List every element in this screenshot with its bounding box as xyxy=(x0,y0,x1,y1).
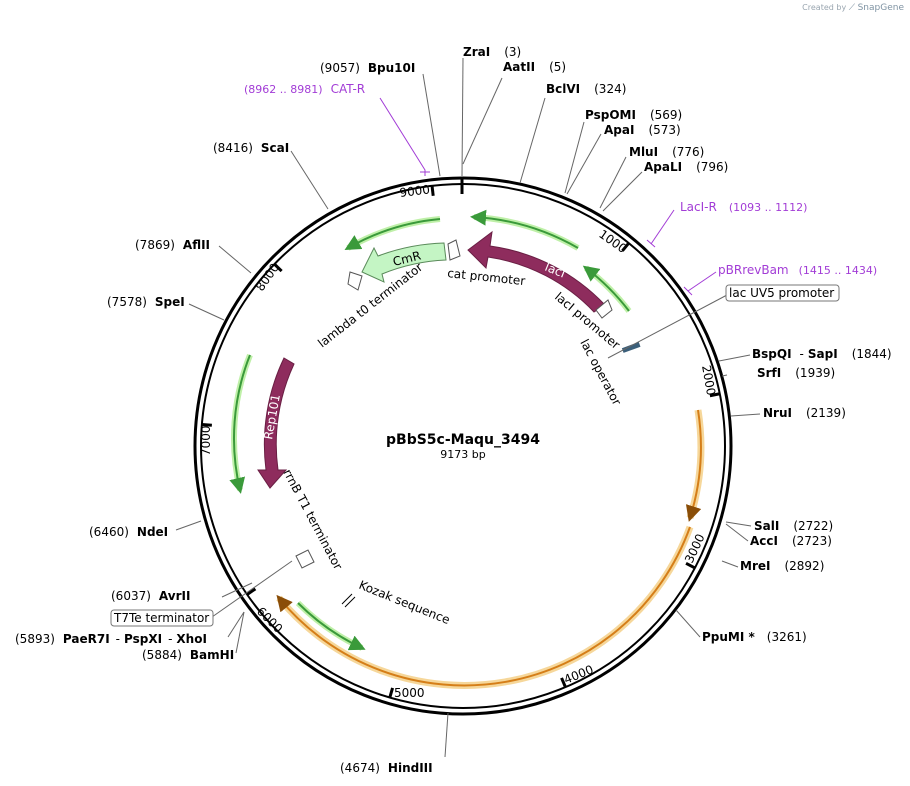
Rep101-label: Rep101 xyxy=(261,393,283,440)
bp-tick-3000 xyxy=(685,561,696,570)
bp-tick-7000 xyxy=(201,422,212,427)
site-PpuMI[interactable]: PpuMI *(3261) xyxy=(702,630,807,644)
bp-ticks xyxy=(201,185,721,698)
site-SalI[interactable]: SalI(2722) xyxy=(754,519,833,533)
Rep101-feature[interactable] xyxy=(257,357,295,489)
lac-uv5-box xyxy=(725,284,840,302)
site-MluI[interactable]: MluI(776) xyxy=(629,145,704,159)
site-PaeR7I-PspXI-XhoI[interactable]: (5893)PaeR7I-PspXI-XhoI xyxy=(15,632,207,646)
snapgene-watermark: Created by ⟋ SnapGene xyxy=(802,3,904,13)
bp-tick-4000 xyxy=(560,677,567,688)
site-AflII[interactable]: (7869)AflII xyxy=(135,238,210,252)
tick-label-7000: 7000 xyxy=(199,425,213,456)
orf-arc xyxy=(276,526,691,687)
site-PspOMI[interactable]: PspOMI(569) xyxy=(585,108,682,122)
orf-arc-glow xyxy=(346,216,441,251)
plasmid-length: 9173 bp xyxy=(440,448,485,461)
bp-tick-8000 xyxy=(273,263,283,273)
bp-tick-5000 xyxy=(388,687,395,698)
boxed-feature-labels: lac UV5 promoter T7Te terminator xyxy=(110,284,840,627)
leader-lines xyxy=(175,57,761,758)
site-SrfI[interactable]: SrfI(1939) xyxy=(757,366,835,380)
site-NruI[interactable]: NruI(2139) xyxy=(763,406,846,420)
CmR-label: CmR xyxy=(391,248,422,268)
site-SpeI[interactable]: (7578)SpeI xyxy=(107,295,185,309)
orf-arc xyxy=(297,602,366,651)
lac-operator-glyph xyxy=(621,342,641,353)
orf-arc-glow xyxy=(276,525,694,689)
t7te-box xyxy=(110,609,214,627)
site-NdeI[interactable]: (6460)NdeI xyxy=(89,525,168,539)
rrnB-T1-terminator-label: rrnB T1 terminator xyxy=(280,467,345,572)
site-Bpu10I[interactable]: (9057)Bpu10I xyxy=(320,61,415,75)
lac-uv5-promoter-label[interactable]: lac UV5 promoter xyxy=(729,286,834,300)
site-MreI[interactable]: MreI(2892) xyxy=(740,559,824,573)
feature-leader-lines xyxy=(211,294,728,618)
site-AccI[interactable]: AccI(2723) xyxy=(750,534,832,548)
orf-arc xyxy=(470,209,579,249)
kozak-glyph xyxy=(344,596,356,608)
snapgene-logo-icon: ⟋ xyxy=(848,3,856,13)
tick-label-2000: 2000 xyxy=(699,364,718,397)
site-BclVI[interactable]: BclVI(324) xyxy=(546,82,626,96)
tick-label-5000: 5000 xyxy=(394,686,425,700)
primer-LacI-R[interactable]: LacI-R(1093 .. 1112) xyxy=(680,200,807,214)
lambda-terminator-glyph xyxy=(347,271,363,291)
bp-tick-2000 xyxy=(709,392,721,398)
site-AvrII[interactable]: (6037)AvrII xyxy=(111,589,190,603)
orf-arc xyxy=(229,354,251,494)
kozak-glyph xyxy=(341,593,353,605)
watermark-brand: SnapGene xyxy=(857,3,904,13)
bp-tick-9000 xyxy=(430,185,435,196)
orf-arc xyxy=(344,218,441,250)
t7te-terminator-label[interactable]: T7Te terminator xyxy=(113,611,209,625)
plasmid-name: pBbS5c-Maqu_3494 xyxy=(386,432,540,448)
primer-CAT-R[interactable]: (8962 .. 8981)CAT-R xyxy=(244,82,365,96)
site-HindIII[interactable]: (4674)HindIII xyxy=(340,761,433,775)
orf-arc xyxy=(582,265,630,312)
kozak-sequence-label: Kozak sequence xyxy=(357,578,452,627)
primer-leader-lines xyxy=(379,97,717,296)
site-ScaI[interactable]: (8416)ScaI xyxy=(213,141,289,155)
watermark-created-by: Created by xyxy=(802,3,847,12)
bp-tick-6000 xyxy=(246,587,257,596)
tick-label-9000: 9000 xyxy=(399,182,431,200)
site-labels: ZraI(3) AatII(5) BclVI(324) PspOMI(569) … xyxy=(15,45,892,775)
cat-promoter-label: cat promoter xyxy=(447,266,526,288)
cat-promoter-glyph xyxy=(447,239,461,261)
primer-pBRrevBam[interactable]: pBRrevBam(1415 .. 1434) xyxy=(718,263,877,277)
site-ZraI[interactable]: ZraI(3) xyxy=(463,45,521,59)
site-AatII[interactable]: AatII(5) xyxy=(503,60,566,74)
lacI-feature[interactable] xyxy=(467,230,606,313)
CmR-feature[interactable] xyxy=(361,242,447,283)
site-ApaI[interactable]: ApaI(573) xyxy=(604,123,681,137)
site-BspQI-SapI[interactable]: BspQI-SapI(1844) xyxy=(752,347,892,361)
site-BamHI[interactable]: (5884)BamHI xyxy=(142,648,234,662)
lacI-promoter-glyph xyxy=(595,299,613,319)
rrnB-terminator-glyph xyxy=(295,549,315,569)
orf-arc xyxy=(685,409,702,522)
primer-labels: (8962 .. 8981)CAT-R LacI-R(1093 .. 1112)… xyxy=(244,82,877,277)
site-ApaLI[interactable]: ApaLI(796) xyxy=(644,160,728,174)
orf-arcs xyxy=(229,209,705,689)
bp-tick-1000 xyxy=(621,242,630,252)
